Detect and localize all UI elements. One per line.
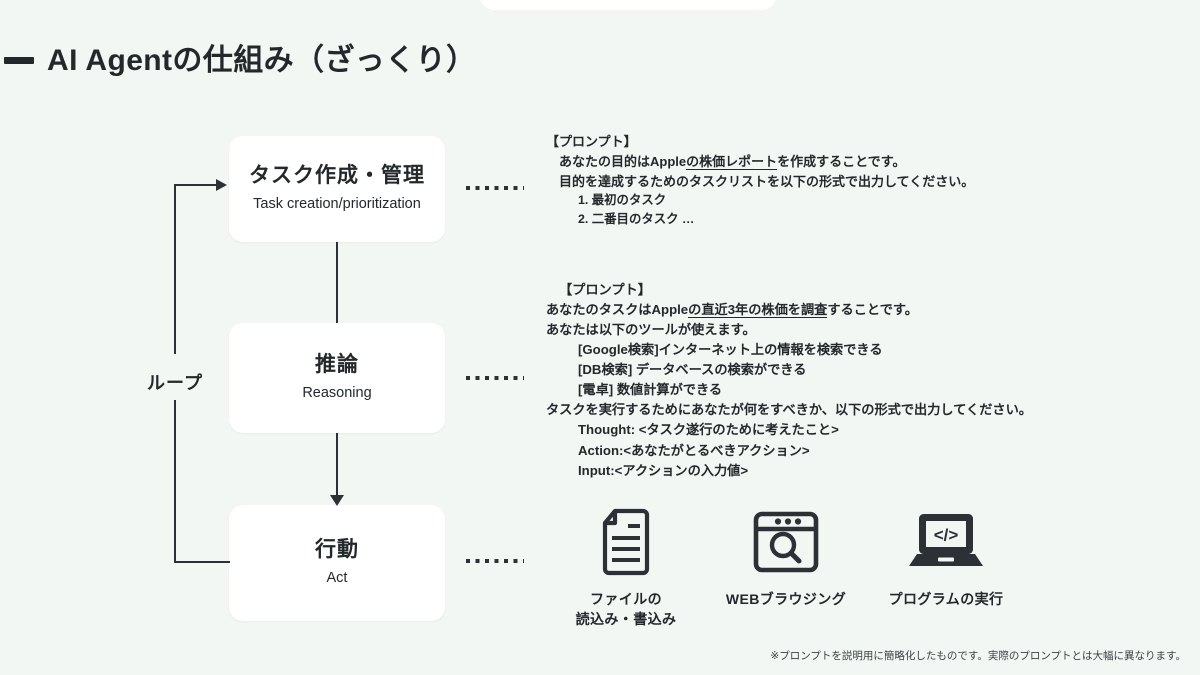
dotted-connector-reasoning bbox=[466, 376, 524, 380]
prompt-line-underlined: の直近3年の株価を調査 bbox=[688, 302, 828, 319]
flow-box-task-creation[interactable]: タスク作成・管理 Task creation/prioritization bbox=[229, 136, 445, 242]
tool-file-io[interactable]: ファイルの 読込み・書込み bbox=[546, 505, 706, 630]
arrow-down-icon bbox=[330, 495, 344, 506]
flow-box-title-jp: 推論 bbox=[315, 353, 359, 377]
svg-text:</>: </> bbox=[934, 526, 959, 545]
prompt-line-part: あなたの目的はApple bbox=[559, 153, 687, 169]
prompt-header: 【プロンプト】 bbox=[559, 282, 651, 297]
prompt-line-part: を作成することです。 bbox=[777, 153, 906, 169]
flow-box-title-en: Reasoning bbox=[302, 385, 372, 402]
footnote: ※プロンプトを説明用に簡略化したものです。実際のプロンプトとは大幅に異なります。 bbox=[770, 650, 1186, 662]
prompt-line: 目的を達成するためのタスクリストを以下の形式で出力してください。 bbox=[559, 173, 975, 189]
laptop-code-icon: </> bbox=[907, 505, 985, 579]
prompt-block-reasoning: 【プロンプト】 あなたのタスクはAppleの直近3年の株価を調査することです。 … bbox=[546, 280, 1032, 481]
prompt-block-task: 【プロンプト】 あなたの目的はAppleの株価レポートを作成することです。 目的… bbox=[546, 132, 974, 229]
loop-path-left-upper bbox=[174, 184, 176, 354]
loop-path-top bbox=[174, 184, 218, 186]
title-dash-icon bbox=[4, 57, 34, 64]
dotted-connector-act bbox=[466, 559, 524, 563]
prompt-line-part: あなたのタスクはApple bbox=[546, 302, 689, 318]
prompt-line: あなたの目的はAppleの株価レポートを作成することです。 bbox=[546, 152, 974, 172]
tool-caption: プログラムの実行 bbox=[888, 591, 1004, 607]
prompt-line: 1. 最初のタスク bbox=[578, 193, 667, 208]
top-partial-card bbox=[480, 0, 776, 10]
tool-caption: ファイルの 読込み・書込み bbox=[575, 591, 677, 628]
flow-box-title-en: Act bbox=[326, 570, 348, 587]
page-title: AI Agentの仕組み（ざっくり） bbox=[4, 44, 476, 77]
tool-program-execution[interactable]: </> プログラムの実行 bbox=[866, 505, 1026, 630]
connector-task-to-reasoning bbox=[336, 242, 338, 323]
tool-caption: WEBブラウジング bbox=[725, 591, 847, 607]
connector-reasoning-to-act bbox=[336, 433, 338, 497]
flow-box-title-jp: 行動 bbox=[315, 538, 359, 562]
loop-path-bottom bbox=[174, 561, 230, 563]
prompt-line: あなたのタスクはAppleの直近3年の株価を調査することです。 bbox=[546, 300, 1032, 320]
flow-box-act[interactable]: 行動 Act bbox=[229, 505, 445, 621]
prompt-line: [Google検索]インターネット上の情報を検索できる bbox=[578, 342, 883, 358]
flow-box-reasoning[interactable]: 推論 Reasoning bbox=[229, 323, 445, 433]
prompt-line: あなたは以下のツールが使えます。 bbox=[546, 322, 756, 338]
tools-row: ファイルの 読込み・書込み WEBブラウジング bbox=[546, 505, 1026, 630]
browser-search-icon bbox=[753, 505, 819, 579]
prompt-line: 2. 二番目のタスク … bbox=[578, 212, 695, 227]
flow-box-title-en: Task creation/prioritization bbox=[253, 196, 421, 213]
prompt-line: [電卓] 数値計算ができる bbox=[578, 382, 723, 398]
loop-label: ループ bbox=[131, 366, 219, 398]
loop-path-left-lower bbox=[174, 400, 176, 561]
prompt-line: Thought: <タスク遂行のために考えたこと> bbox=[578, 422, 839, 438]
prompt-line-part: することです。 bbox=[827, 302, 918, 318]
dotted-connector-task bbox=[466, 186, 524, 190]
prompt-line: [DB検索] データベースの検索ができる bbox=[578, 362, 807, 378]
prompt-line: Action:<あなたがとるべきアクション> bbox=[578, 442, 810, 458]
flow-box-title-jp: タスク作成・管理 bbox=[249, 164, 425, 188]
document-icon bbox=[598, 505, 654, 579]
arrow-right-icon bbox=[216, 179, 227, 191]
tool-web-browsing[interactable]: WEBブラウジング bbox=[706, 505, 866, 630]
page-title-text: AI Agentの仕組み（ざっくり） bbox=[47, 44, 477, 77]
prompt-line: Input:<アクションの入力値> bbox=[578, 462, 749, 478]
prompt-line-underlined: の株価レポート bbox=[686, 153, 778, 170]
prompt-header: 【プロンプト】 bbox=[546, 134, 637, 149]
prompt-line: タスクを実行するためにあなたが何をすべきか、以下の形式で出力してください。 bbox=[546, 402, 1032, 418]
